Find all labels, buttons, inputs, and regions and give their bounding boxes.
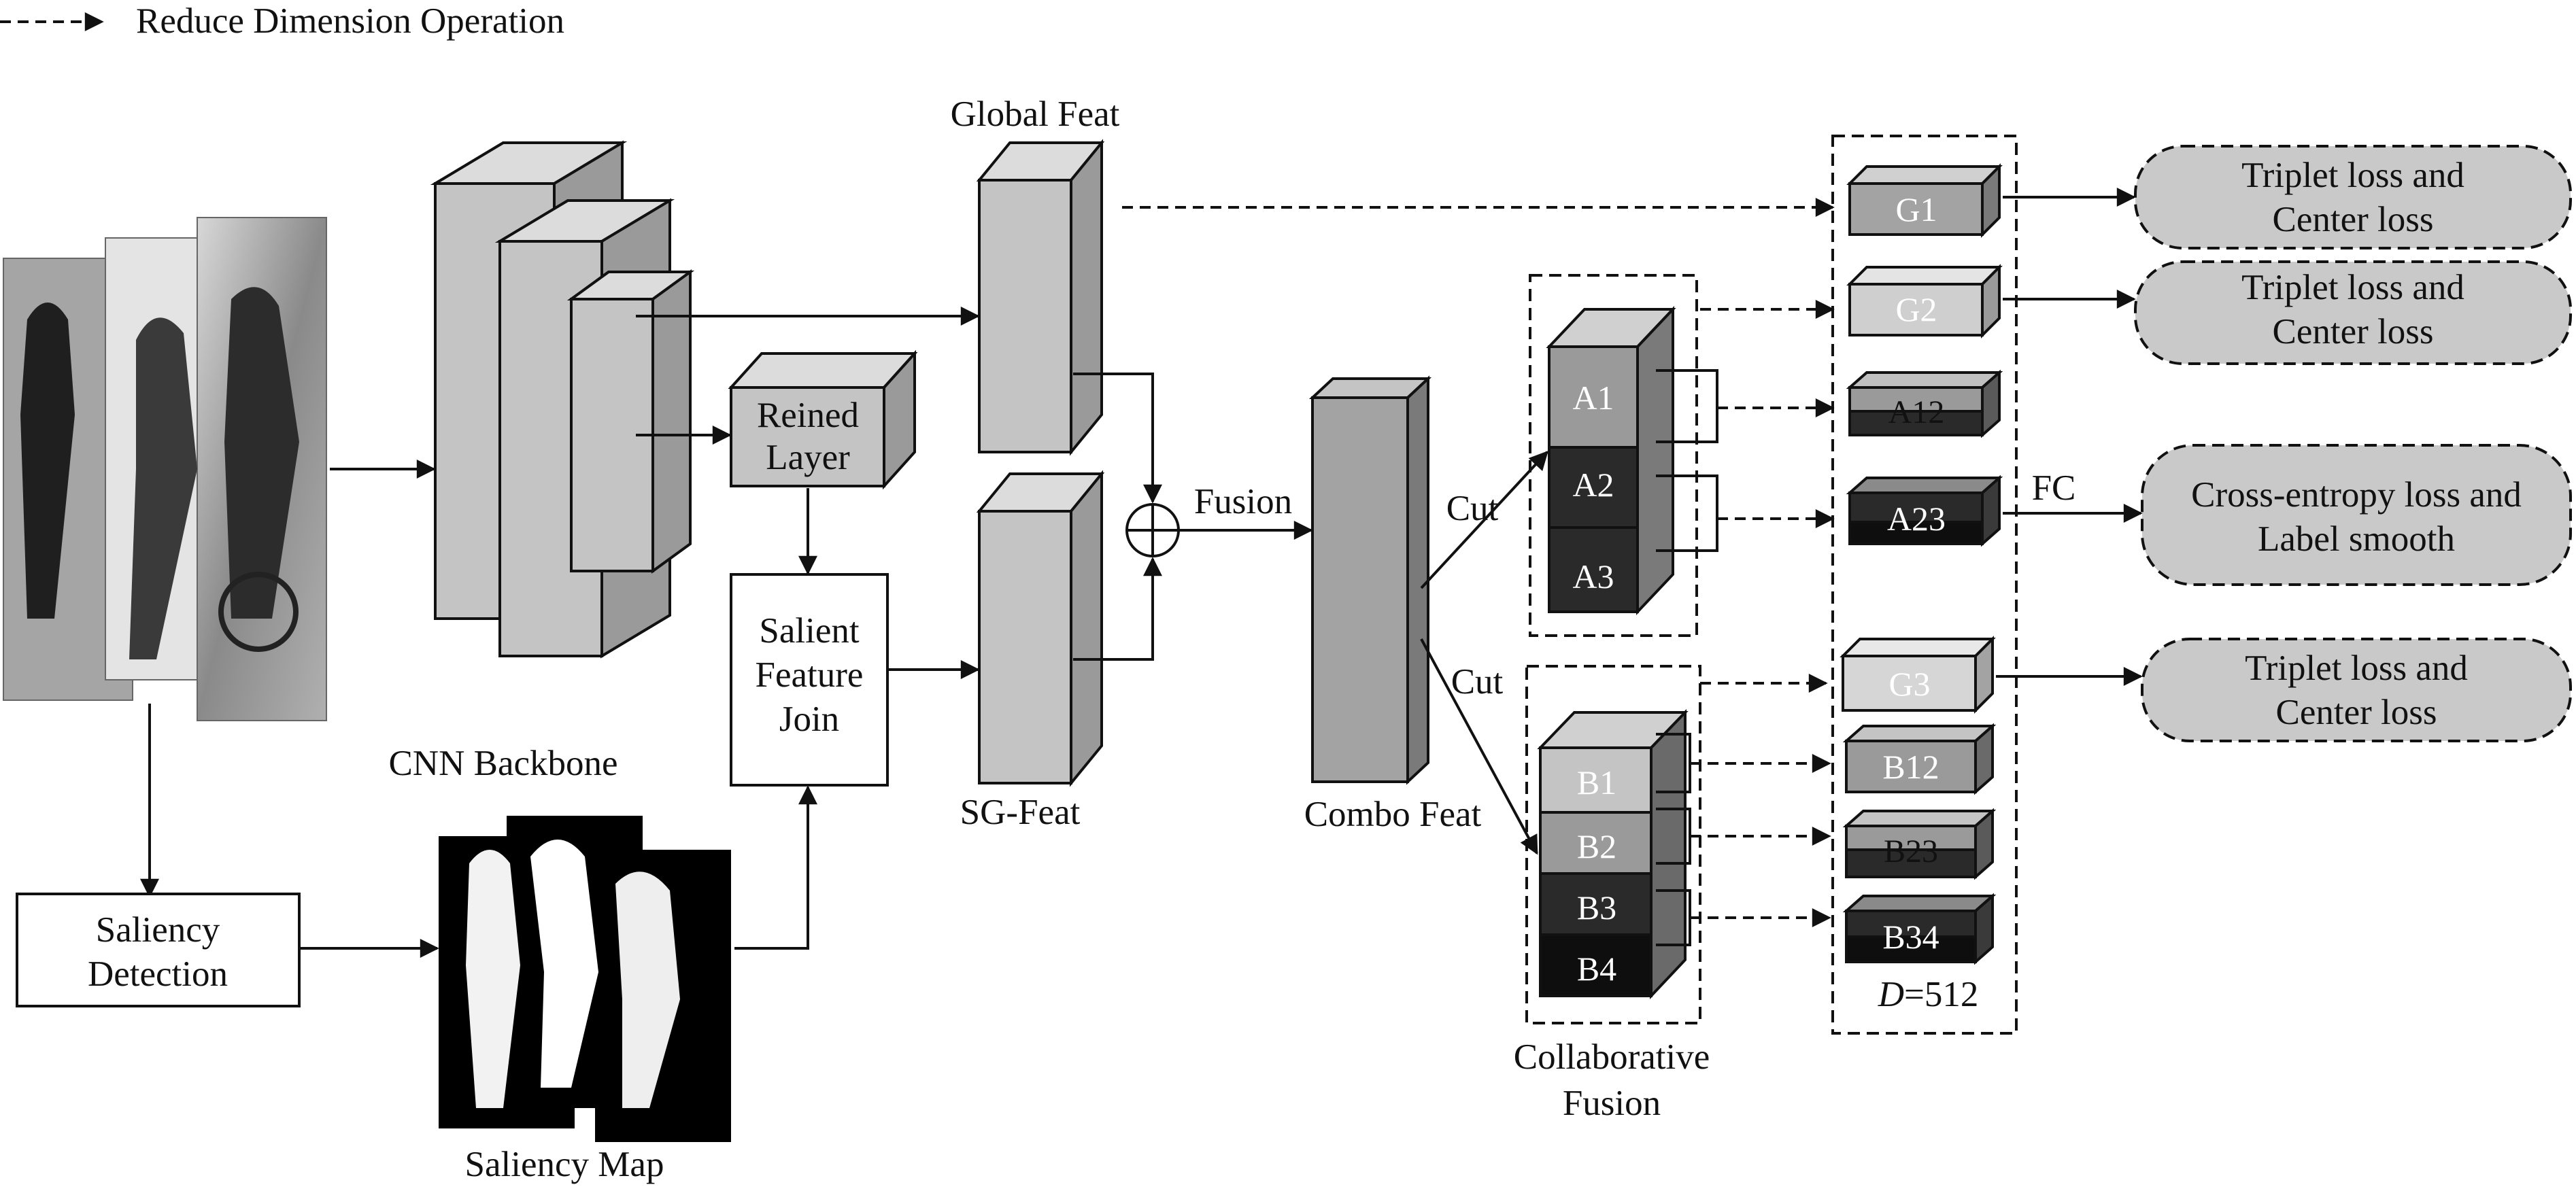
collab-label-1: Collaborative: [1514, 1037, 1710, 1077]
arrow-global-to-fusion: [1073, 373, 1162, 504]
loss-1-line-1: Triplet loss and: [2241, 156, 2464, 195]
salient-label-1: Salient: [759, 611, 859, 651]
loss-4-line-2: Center loss: [2276, 693, 2437, 732]
salient-label-3: Join: [779, 700, 839, 739]
stack-b-dashed-box: [1525, 665, 1701, 1024]
saliency-detection-box: [16, 893, 301, 1007]
loss-4-line-1: Triplet loss and: [2245, 649, 2468, 688]
d-italic-label: D: [1878, 975, 1904, 1014]
combo-feat-label: Combo Feat: [1304, 795, 1482, 834]
loss-box-2: [2134, 260, 2572, 365]
feature-b23-label: B23: [1884, 833, 1938, 869]
feature-g3-label: G3: [1888, 665, 1930, 703]
loss-box-3: [2141, 444, 2572, 586]
stack-b-label-0: B1: [1577, 763, 1616, 801]
arrow-sgfeat-to-fusion: [1073, 557, 1162, 661]
stack-b: [1537, 709, 1689, 1000]
reined-layer-label-1: Reined: [757, 396, 859, 435]
loss-2-line-2: Center loss: [2273, 312, 2434, 351]
stack-b-label-2: B3: [1577, 888, 1616, 927]
stack-a-label-0: A1: [1572, 379, 1614, 417]
feature-b12: [1842, 723, 1997, 795]
global-feat-block: [976, 139, 1105, 456]
feature-g3: [1840, 636, 1996, 714]
loss-1-line-2: Center loss: [2273, 200, 2434, 239]
fusion-sum-icon: [1125, 503, 1180, 557]
global-feat-label: Global Feat: [951, 94, 1120, 134]
stack-a-dashed-box: [1529, 274, 1698, 637]
fc-label: FC: [2032, 468, 2076, 508]
loss-3-line-2: Label smooth: [2258, 519, 2455, 559]
cnn-backbone-label: CNN Backbone: [388, 744, 617, 783]
d512-dashed-box: [1831, 135, 2018, 1035]
salient-label-2: Feature: [756, 655, 864, 695]
arrow-cut-top: [1420, 450, 1548, 589]
feature-b34: [1842, 893, 1997, 965]
stack-a-a2-face: [1548, 446, 1639, 529]
input-images: [3, 217, 327, 721]
stack-b-b3-face: [1539, 872, 1653, 936]
loss-box-4: [2141, 638, 2572, 742]
feature-g1-label: G1: [1895, 190, 1937, 228]
cnn-backbone: [430, 140, 695, 659]
stack-a: [1546, 305, 1676, 616]
cut-top-label: Cut: [1446, 489, 1499, 528]
loss-3-line-1: Cross-entropy loss and: [2191, 475, 2522, 515]
stack-a-label-1: A2: [1572, 466, 1614, 504]
d-value-label: =512: [1904, 975, 1978, 1014]
feature-a23-label: A23: [1887, 500, 1946, 538]
stack-a-a3-face: [1548, 526, 1639, 613]
legend: Reduce Dimension Operation: [0, 1, 564, 41]
saliency-detection-label-1: Saliency: [96, 910, 220, 950]
stack-b-label-3: B4: [1577, 950, 1616, 988]
stack-b-b4-face: [1539, 933, 1653, 997]
feature-b34-label: B34: [1882, 918, 1939, 956]
reined-layer-label-2: Layer: [766, 438, 850, 477]
feature-g1: [1846, 163, 2003, 238]
feature-g2-label: G2: [1895, 290, 1937, 328]
reined-layer-block: [728, 349, 918, 490]
loss-2-line-1: Triplet loss and: [2241, 268, 2464, 307]
salient-feature-join-box: [730, 573, 889, 787]
feature-b12-label: B12: [1882, 748, 1939, 786]
bracket-a12: [1656, 369, 1718, 443]
saliency-maps: [439, 816, 731, 1142]
collab-label-2: Fusion: [1563, 1084, 1661, 1123]
feature-a12-label: A12: [1888, 394, 1945, 430]
saliency-detection-label-2: Detection: [88, 954, 228, 994]
feature-b23: [1842, 808, 1997, 880]
feature-a23: [1846, 474, 2003, 547]
stack-a-a1-face: [1548, 345, 1639, 449]
cut-bottom-label: Cut: [1451, 662, 1504, 702]
sg-feat-block: [976, 470, 1105, 787]
arrow-cut-bottom: [1420, 638, 1538, 855]
feature-a12: [1846, 369, 2003, 438]
sg-feat-label: SG-Feat: [960, 793, 1081, 832]
fusion-label: Fusion: [1194, 482, 1292, 521]
feature-g2: [1846, 264, 2003, 339]
legend-text: Reduce Dimension Operation: [136, 1, 564, 41]
stack-a-label-2: A3: [1572, 557, 1614, 596]
stack-b-label-1: B2: [1577, 827, 1616, 865]
combo-feat-block: [1308, 375, 1432, 785]
bracket-a23: [1656, 474, 1718, 552]
saliency-map-label: Saliency Map: [465, 1145, 664, 1184]
arrow-map-to-salient: [734, 785, 817, 950]
